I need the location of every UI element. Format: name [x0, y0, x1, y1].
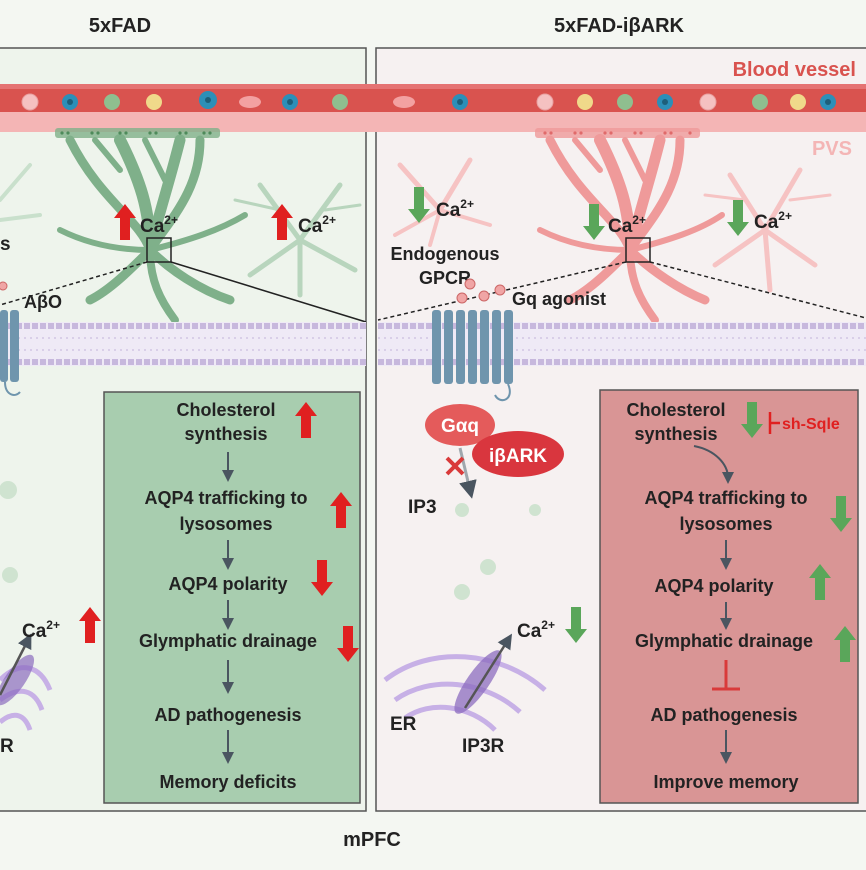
left-flow-2: synthesis — [184, 424, 267, 444]
left-flow-8: Memory deficits — [159, 772, 296, 792]
sh-sqle-label: sh-Sqle — [782, 416, 840, 433]
gpcr-label: GPCR — [419, 268, 471, 288]
ip3r-channel — [454, 650, 502, 714]
left-flow-6: Glymphatic drainage — [139, 631, 317, 651]
left-flow-4: lysosomes — [179, 514, 272, 534]
er-label: ER — [390, 714, 417, 735]
ip3-inhibited-arrow — [458, 447, 477, 499]
left-flow-3: AQP4 trafficking to — [144, 488, 307, 508]
right-flow-6: Glymphatic drainage — [635, 631, 813, 651]
ibark-protein — [472, 431, 564, 477]
left-zoom-box — [146, 237, 172, 263]
right-er — [383, 654, 547, 732]
left-partial-r: R — [0, 736, 14, 757]
left-ca-er-label: Ca2+ — [22, 618, 60, 642]
galpha-q-protein — [425, 404, 495, 446]
left-flow-1: Cholesterol — [176, 400, 275, 420]
footer-label: mPFC — [343, 829, 401, 851]
right-ca-label-1: Ca2+ — [436, 197, 474, 221]
ip3r-label: IP3R — [462, 736, 505, 757]
left-receptor — [0, 310, 21, 396]
right-flow-4: lysosomes — [679, 514, 772, 534]
left-membrane — [0, 322, 366, 366]
right-ca-label-2: Ca2+ — [608, 213, 646, 237]
right-flow-8: Improve memory — [653, 772, 798, 792]
blood-cells — [21, 91, 836, 111]
left-flow-box — [103, 391, 361, 804]
right-astrocyte-main — [537, 134, 725, 324]
left-title: 5xFAD — [89, 15, 151, 37]
right-title: 5xFAD-iβARK — [554, 15, 685, 37]
right-flow-2: synthesis — [634, 424, 717, 444]
gq-agonist-label: Gq agonist — [512, 289, 606, 309]
pvs-label: PVS — [812, 138, 852, 160]
right-zoom-box — [625, 237, 651, 263]
ip3-label: IP3 — [408, 497, 437, 518]
galpha-q-label: Gαq — [441, 416, 479, 437]
blood-vessel — [0, 84, 866, 132]
ibark-label: iβARK — [489, 446, 547, 467]
right-flow-7: AD pathogenesis — [650, 705, 797, 725]
blood-vessel-label: Blood vessel — [733, 59, 856, 81]
block-cross-icon — [445, 456, 465, 476]
right-flow-3: AQP4 trafficking to — [644, 488, 807, 508]
right-ca-label-3: Ca2+ — [754, 209, 792, 233]
abeta-label: AβO — [24, 292, 62, 312]
left-flow-5: AQP4 polarity — [168, 574, 287, 594]
left-ca-label-2: Ca2+ — [298, 213, 336, 237]
endogenous-label: Endogenous — [391, 244, 500, 264]
right-astrocyte-right — [703, 167, 832, 293]
left-ca-label-1: Ca2+ — [140, 213, 178, 237]
right-ca-er-label: Ca2+ — [517, 618, 555, 642]
gpcr-receptor — [432, 310, 513, 402]
cytoplasm-dots — [0, 481, 541, 600]
right-flow-5: AQP4 polarity — [654, 576, 773, 596]
right-flow-1: Cholesterol — [626, 400, 725, 420]
left-partial-s: s — [0, 234, 11, 255]
left-flow-7: AD pathogenesis — [154, 705, 301, 725]
left-astrocyte-edge — [0, 163, 42, 222]
